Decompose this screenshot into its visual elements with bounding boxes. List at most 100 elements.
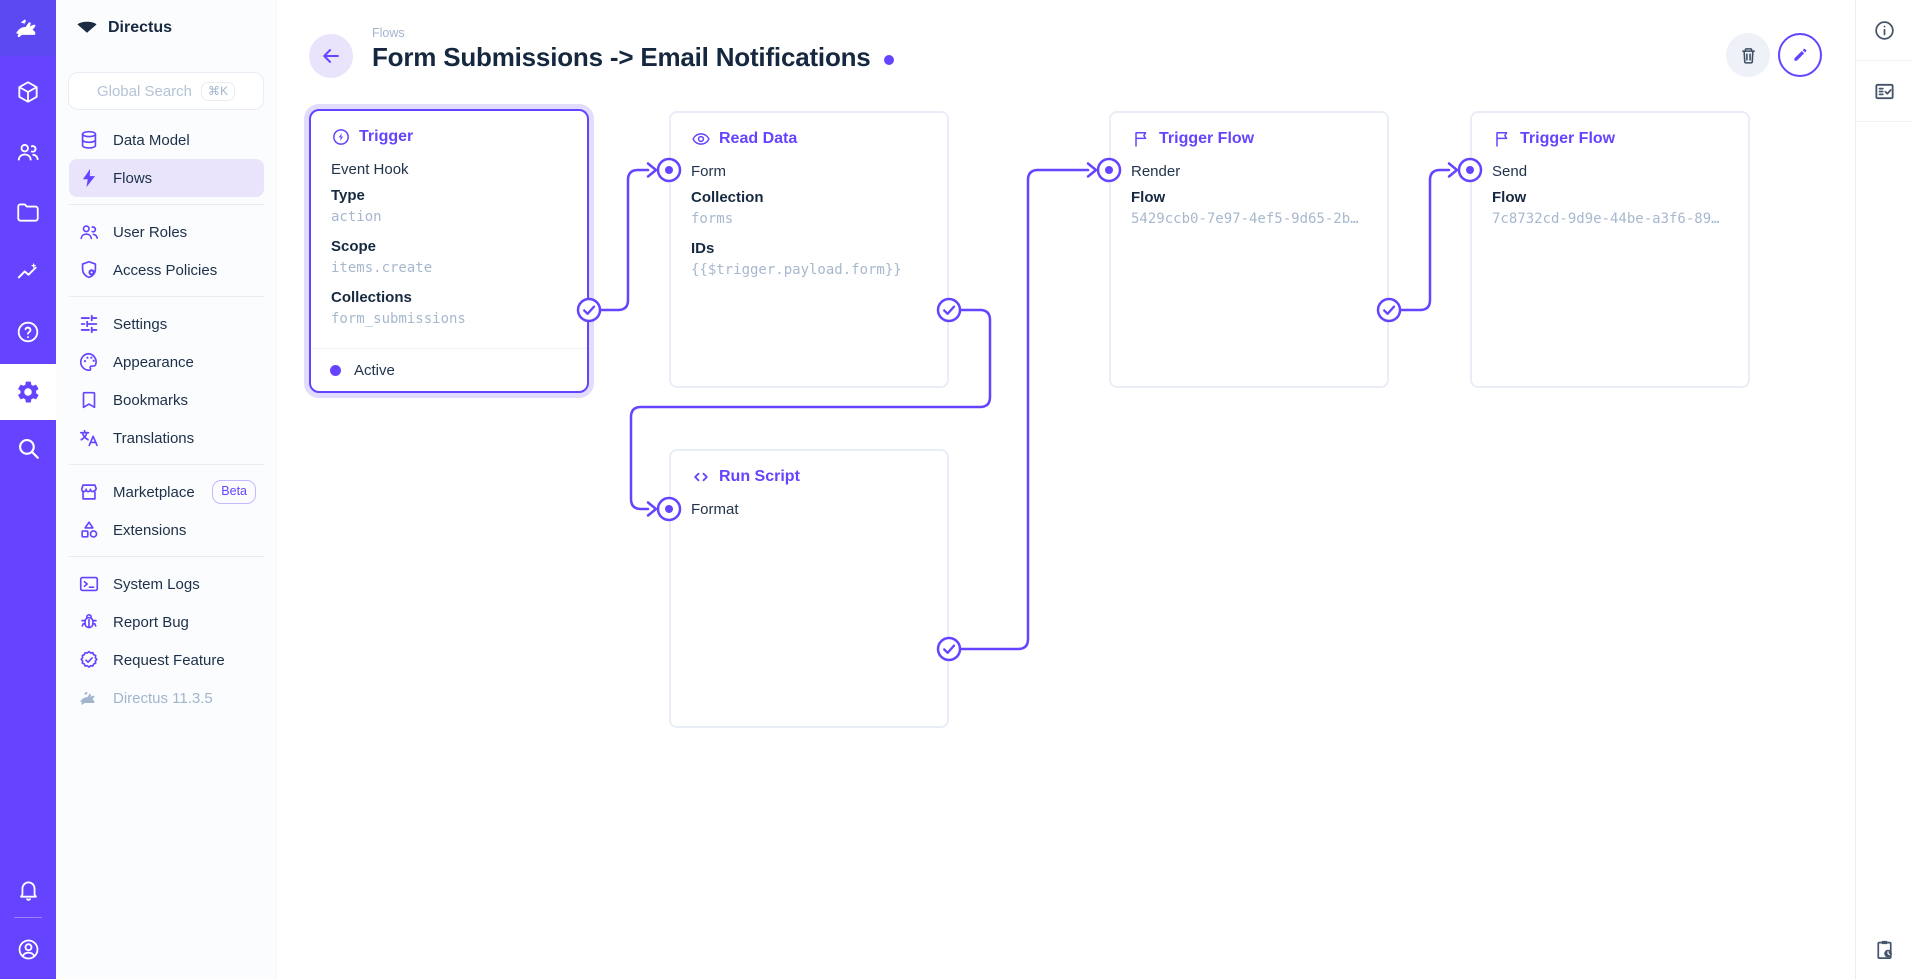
storefront-icon	[77, 480, 101, 504]
search-placeholder: Global Search	[96, 82, 193, 100]
account-circle-icon[interactable]	[0, 921, 56, 977]
shapes-icon	[77, 518, 101, 542]
field-value: 7c8732cd-9d9e-44be-a3f6-89…	[1492, 211, 1720, 227]
field-label: Collection	[691, 189, 764, 206]
search-module-icon[interactable]	[0, 420, 56, 476]
version-label: Directus 11.3.5	[113, 689, 213, 707]
right-sidebar	[1855, 0, 1913, 979]
sidebar-item-label: Settings	[113, 315, 168, 333]
sidebar-item-data-model[interactable]: Data Model	[69, 121, 264, 159]
flow-card-run-script[interactable]: Run Script Format	[669, 449, 949, 728]
flag-icon	[1496, 132, 1508, 147]
flow-card-trigger-flow-render[interactable]: Trigger Flow Render Flow 5429ccb0-7e97-4…	[1109, 111, 1389, 388]
terminal-icon	[77, 572, 101, 596]
nav-divider	[69, 556, 264, 557]
bookmark-icon	[77, 388, 101, 412]
flag-icon	[1135, 132, 1147, 147]
card-header: Trigger	[331, 125, 567, 149]
wire-trigger-to-read	[599, 168, 650, 312]
flow-card-trigger[interactable]: Trigger Event Hook Type action Scope ite…	[309, 109, 589, 393]
field-value: {{$trigger.payload.form}}	[691, 262, 902, 278]
project-logo-icon	[77, 21, 97, 33]
nav-divider	[69, 464, 264, 465]
sidebar-item-translations[interactable]: Translations	[69, 419, 264, 457]
pencil-icon	[1794, 48, 1807, 61]
sidebar-item-user-roles[interactable]: User Roles	[69, 213, 264, 251]
sidebar-item-bookmarks[interactable]: Bookmarks	[69, 381, 264, 419]
sidebar-item-extensions[interactable]: Extensions	[69, 511, 264, 549]
sidebar-item-label: Access Policies	[113, 261, 218, 279]
operation-name: Format	[691, 501, 739, 518]
sidebar-section-operations[interactable]	[1856, 61, 1913, 122]
operation-name: Render	[1131, 163, 1181, 180]
sidebar-item-label: Bookmarks	[113, 391, 189, 409]
sidebar-item-version: Directus 11.3.5	[69, 679, 264, 717]
operation-name: Form	[691, 163, 726, 180]
global-search-input[interactable]: Global Search ⌘K	[68, 72, 264, 110]
flow-card-trigger-flow-send[interactable]: Trigger Flow Send Flow 7c8732cd-9d9e-44b…	[1470, 111, 1750, 388]
sidebar-item-report-bug[interactable]: Report Bug	[69, 603, 264, 641]
wire-arrowhead	[1447, 162, 1459, 178]
rabbit-icon	[77, 686, 101, 710]
arrow-left-icon	[323, 49, 339, 63]
bug-icon	[77, 610, 101, 634]
people-icon	[77, 220, 101, 244]
edit-flow-button[interactable]	[1778, 33, 1822, 77]
field-value: form_submissions	[331, 311, 466, 327]
pending-revisions-button[interactable]	[1856, 925, 1913, 973]
field-label: Flow	[1131, 189, 1166, 206]
sidebar-item-access-policies[interactable]: Access Policies	[69, 251, 264, 289]
sidebar-item-settings[interactable]: Settings	[69, 305, 264, 343]
sidebar-item-label: Extensions	[113, 521, 187, 539]
insights-module-icon[interactable]	[0, 244, 56, 300]
sidebar-section-info[interactable]	[1856, 0, 1913, 61]
help-module-icon[interactable]	[0, 304, 56, 360]
notifications-bell-icon[interactable]	[0, 861, 56, 917]
card-header: Trigger Flow	[1131, 127, 1367, 151]
project-header[interactable]: Directus	[56, 0, 277, 56]
card-type-label: Read Data	[719, 130, 798, 147]
card-type-label: Trigger	[359, 128, 414, 145]
title-row: Form Submissions -> Email Notifications	[372, 42, 894, 73]
field-label: Type	[331, 187, 365, 204]
active-status-dot	[330, 364, 341, 376]
sidebar-item-system-logs[interactable]: System Logs	[69, 565, 264, 603]
field-label: Flow	[1492, 189, 1527, 206]
nav-divider	[69, 296, 264, 297]
wire-arrowhead	[1086, 162, 1098, 178]
sidebar-item-label: Flows	[113, 169, 153, 187]
sidebar-item-label: Translations	[113, 429, 195, 447]
search-shortcut-badge: ⌘K	[201, 81, 236, 101]
flow-status-dot	[883, 55, 894, 65]
delete-flow-button[interactable]	[1726, 33, 1770, 77]
sidebar-item-label: Marketplace	[113, 483, 195, 501]
module-bar	[0, 0, 56, 979]
files-module-folder-icon[interactable]	[0, 184, 56, 240]
content-module-box-icon[interactable]	[0, 64, 56, 120]
sidebar-item-appearance[interactable]: Appearance	[69, 343, 264, 381]
field-label: IDs	[691, 240, 715, 257]
beta-badge: Beta	[212, 480, 256, 504]
database-icon	[77, 128, 101, 152]
sidebar-item-marketplace[interactable]: Marketplace Beta	[69, 473, 264, 511]
users-module-icon[interactable]	[0, 124, 56, 180]
directus-rabbit-logo[interactable]	[0, 0, 56, 56]
translate-icon	[77, 426, 101, 450]
clipboard-clock-icon	[1877, 940, 1892, 959]
back-button[interactable]	[309, 34, 353, 78]
breadcrumb[interactable]: Flows	[372, 26, 405, 40]
nav-list: Data Model Flows User Roles Access Polic…	[56, 121, 277, 717]
settings-module-gear-icon[interactable]	[0, 364, 56, 420]
operation-name: Event Hook	[331, 161, 409, 178]
sidebar-item-request-feature[interactable]: Request Feature	[69, 641, 264, 679]
sidebar-item-flows[interactable]: Flows	[69, 159, 264, 197]
sidebar-item-label: User Roles	[113, 223, 188, 241]
sidebar-item-label: System Logs	[113, 575, 200, 593]
card-type-label: Trigger Flow	[1520, 130, 1616, 147]
card-type-label: Trigger Flow	[1159, 130, 1255, 147]
page-title: Form Submissions -> Email Notifications	[372, 42, 871, 72]
trigger-status-footer: Active	[311, 348, 587, 391]
sidebar-item-label: Report Bug	[113, 613, 189, 631]
status-label: Active	[354, 361, 395, 379]
flow-card-read-data[interactable]: Read Data Form Collection forms IDs {{$t…	[669, 111, 949, 388]
